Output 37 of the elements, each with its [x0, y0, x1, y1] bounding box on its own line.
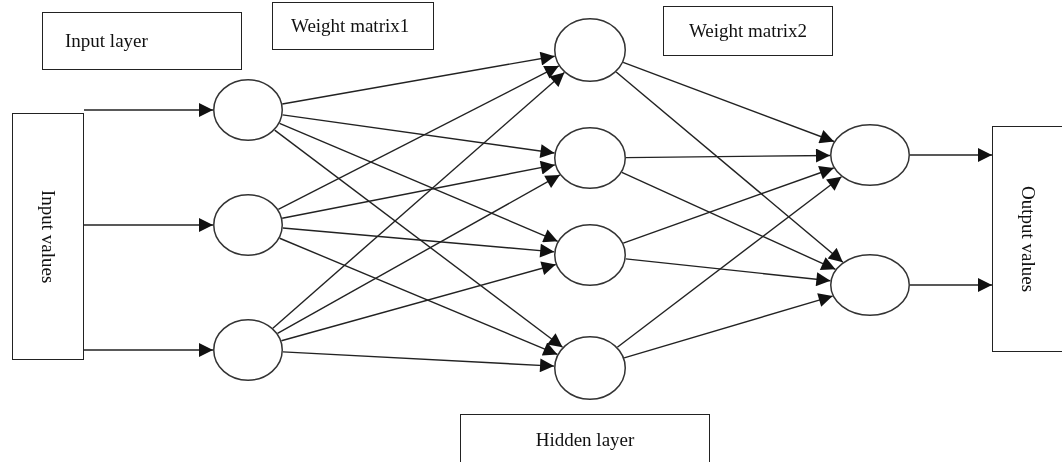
- layer-label: Weight matrix2: [688, 20, 808, 42]
- arrow: [281, 51, 556, 105]
- arrow: [616, 176, 843, 348]
- arrow: [909, 278, 993, 292]
- label-box: [42, 12, 242, 70]
- layer-label: Hidden layer: [535, 429, 635, 451]
- arrow: [278, 122, 559, 243]
- arrow: [622, 166, 835, 244]
- arrow: [277, 65, 560, 211]
- layer-label: Input values: [37, 189, 59, 284]
- arrow: [282, 351, 555, 373]
- arrow: [621, 171, 837, 271]
- arrow: [623, 293, 834, 359]
- label-box: [663, 6, 833, 56]
- arrow: [272, 71, 566, 329]
- arrow: [625, 258, 832, 287]
- label-box: [12, 113, 84, 360]
- label-box: [272, 2, 434, 50]
- label-box: [460, 414, 710, 462]
- arrow: [273, 129, 564, 348]
- arrow: [83, 343, 214, 357]
- arrow: [276, 174, 561, 335]
- layer-label: Weight matrix1: [291, 15, 410, 37]
- arrow: [281, 114, 556, 158]
- arrow: [83, 103, 214, 117]
- arrow: [282, 227, 555, 258]
- layer-label: Output values: [1017, 185, 1039, 293]
- arrow: [278, 237, 559, 356]
- arrow: [280, 261, 557, 342]
- arrow: [281, 160, 556, 219]
- arrow: [625, 148, 831, 163]
- arrow: [83, 218, 214, 232]
- arrow: [622, 61, 835, 144]
- arrow: [909, 148, 993, 162]
- label-box: [992, 126, 1062, 352]
- layer-label: Input layer: [65, 30, 148, 52]
- arrow: [615, 71, 844, 263]
